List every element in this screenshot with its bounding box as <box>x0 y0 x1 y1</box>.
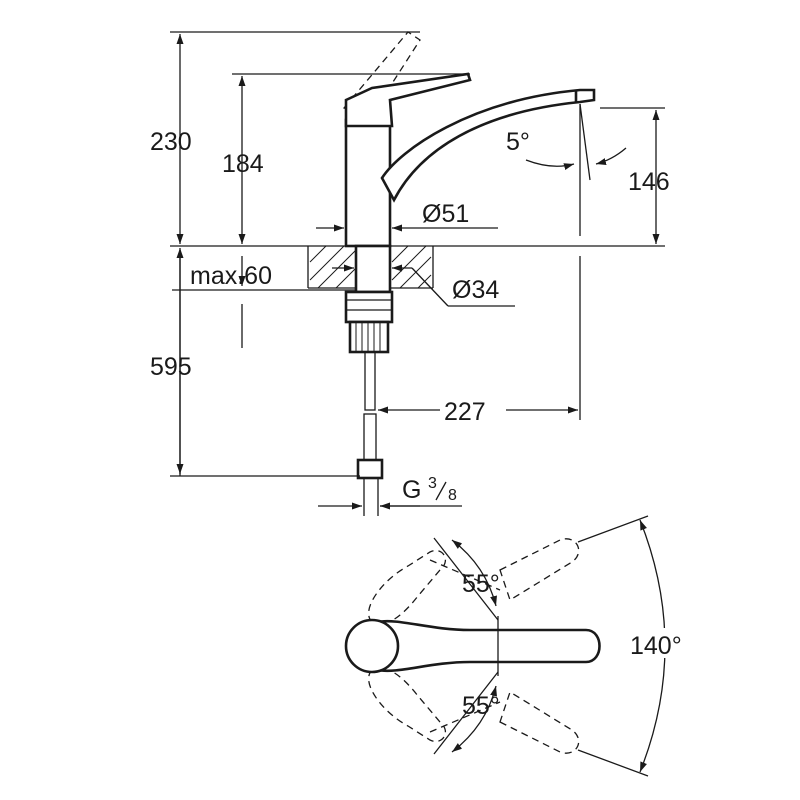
dim-max-thickness: max.60 <box>190 262 272 290</box>
top-lever-base <box>344 618 400 674</box>
spout <box>380 88 596 203</box>
dim-reach: 227 <box>444 398 486 426</box>
dim-thread-denominator: 8 <box>448 487 457 504</box>
dim-thread-numerator: 3 <box>428 475 437 492</box>
fixing-nut <box>344 290 394 324</box>
supply-hose-upper <box>364 351 376 411</box>
dim-hole-diameter: Ø34 <box>452 276 499 304</box>
dim-angle-down: 55° <box>462 692 500 720</box>
dim-hose-length: 595 <box>150 353 192 381</box>
dim-spout-height: 146 <box>628 168 670 196</box>
ghost-lever-down-left <box>367 667 446 743</box>
top-view: 55° 55° 140° <box>344 515 702 777</box>
dim-thread-label: G <box>402 476 421 504</box>
supply-hose-lower <box>363 413 377 461</box>
dim-body-diameter: Ø51 <box>422 200 469 228</box>
hose-fitting <box>356 458 384 480</box>
lever-handle <box>344 72 472 128</box>
dim-swivel-angle: 140° <box>630 632 682 660</box>
ghost-lever-up-left <box>367 549 446 625</box>
side-view: 230 184 146 5° Ø51 max.60 Ø34 <box>150 31 670 516</box>
ghost-spout-down <box>499 691 580 754</box>
dim-angle-up: 55° <box>462 570 500 598</box>
dim-height-spout: 184 <box>222 150 264 178</box>
dim-height-total: 230 <box>150 128 192 156</box>
shank <box>354 244 392 294</box>
dim-spout-angle: 5° <box>506 128 530 156</box>
ghost-spout-up <box>499 538 580 601</box>
